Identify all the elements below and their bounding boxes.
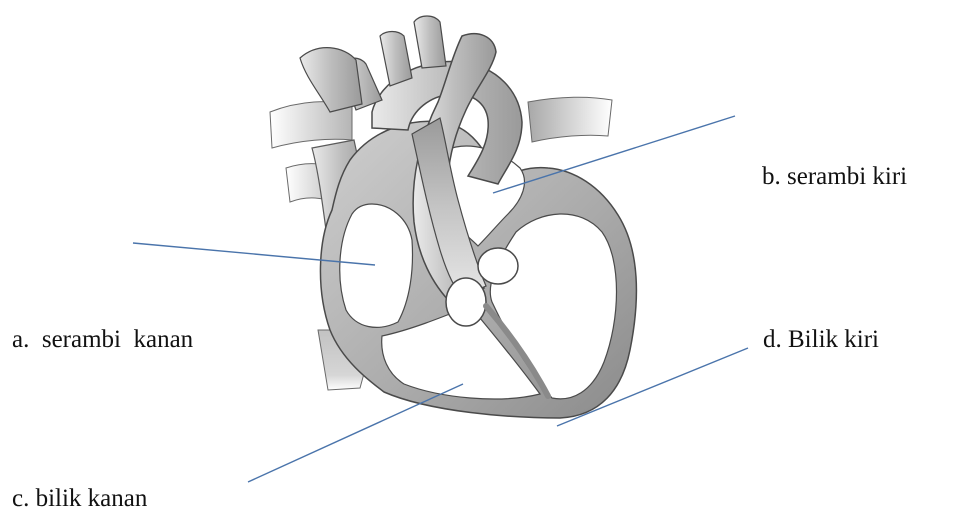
- vessel-opening-lower: [446, 278, 486, 326]
- leader-line-b: [493, 116, 735, 193]
- vessel-opening-upper: [478, 248, 518, 284]
- leader-line-c: [248, 384, 463, 482]
- label-left-ventricle: d. Bilik kiri: [763, 327, 879, 352]
- right-pulmonary-vessels: [528, 97, 612, 142]
- label-left-atrium: b. serambi kiri: [762, 164, 907, 189]
- label-right-atrium: a. serambi kanan: [12, 327, 193, 352]
- label-right-ventricle: c. bilik kanan: [12, 486, 147, 511]
- right-atrium: [340, 204, 413, 327]
